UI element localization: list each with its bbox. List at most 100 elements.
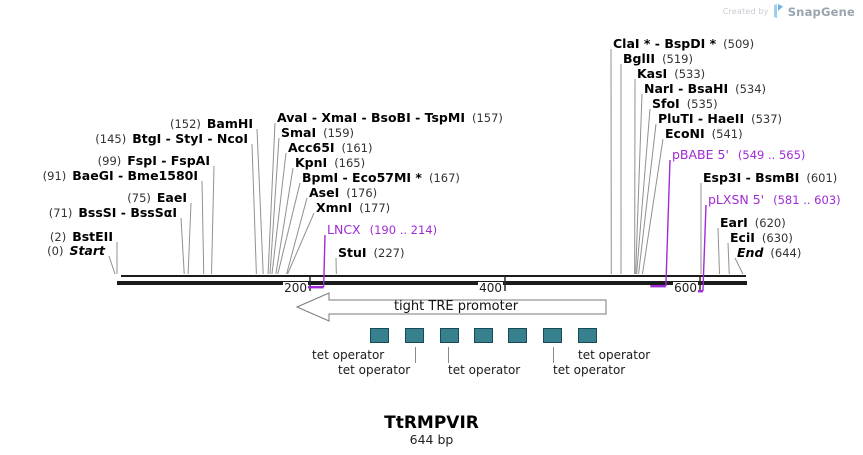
site-position: (620): [754, 216, 786, 230]
restriction-site-label[interactable]: (71)BssSI - BssSαI: [49, 205, 177, 220]
site-position: (227): [373, 246, 405, 260]
callout-line: [267, 122, 276, 275]
tet-operator-box[interactable]: [578, 328, 597, 343]
restriction-site-label[interactable]: ClaI * - BspDI *(509): [613, 36, 754, 51]
primer-name: pLXSN 5': [708, 192, 765, 207]
site-position: (177): [359, 201, 391, 215]
restriction-site-label[interactable]: NarI - BsaHI(534): [644, 81, 766, 96]
callout-line: [638, 123, 657, 275]
primer-range: (549 .. 565): [737, 148, 806, 162]
tet-operator-box[interactable]: [543, 328, 562, 343]
site-name: End: [737, 245, 764, 260]
primer-annotation[interactable]: [650, 285, 666, 288]
tet-operator-box[interactable]: [440, 328, 459, 343]
promoter-arrow[interactable]: [295, 292, 607, 322]
site-position: (176): [346, 186, 378, 200]
document-title: TtRMPVIR: [384, 413, 479, 433]
site-name: Start: [69, 243, 105, 258]
tet-operator-box[interactable]: [474, 328, 493, 343]
tet-label-connector: [448, 347, 449, 363]
restriction-site-label[interactable]: EciI(630): [730, 230, 793, 245]
tet-operator-label[interactable]: tet operator: [448, 363, 521, 377]
callout-line: [717, 227, 720, 275]
callout-line: [256, 128, 264, 275]
sequence-backbone: [117, 281, 747, 285]
primer-range: (190 .. 214): [369, 223, 438, 237]
restriction-site-label[interactable]: (91)BaeGI - Bme1580I: [43, 168, 198, 183]
restriction-site-label[interactable]: PluTI - HaeII(537): [658, 111, 782, 126]
callout-line: [108, 255, 116, 275]
callout-line: [636, 108, 651, 275]
restriction-site-label[interactable]: EarI(620): [720, 215, 786, 230]
site-position: (152): [169, 117, 201, 131]
document-length: 644 bp: [409, 432, 454, 447]
site-name: BstEII: [72, 229, 113, 244]
restriction-site-label[interactable]: (145) BtgI - StyI - NcoI: [95, 131, 248, 146]
callout-line: [271, 152, 287, 275]
promoter-label[interactable]: tight TRE promoter: [393, 299, 519, 314]
site-position: (0): [47, 244, 64, 258]
site-name: ClaI * - BspDI *: [613, 36, 717, 51]
restriction-site-label[interactable]: (75)EaeI: [127, 190, 187, 205]
site-name: EciI: [730, 230, 755, 245]
site-position: (157): [471, 111, 503, 125]
restriction-site-label[interactable]: Acc65I(161): [288, 140, 372, 155]
site-position: (541): [711, 127, 743, 141]
site-position: (145): [95, 132, 127, 146]
callout-line: [187, 202, 192, 275]
site-name: BtgI - StyI - NcoI: [132, 131, 248, 146]
site-name: BpmI - Eco57MI *: [302, 170, 422, 185]
restriction-site-label[interactable]: (99)FspI - FspAI: [98, 153, 210, 168]
restriction-site-label[interactable]: End (644): [737, 245, 801, 260]
tet-operator-label[interactable]: tet operator: [578, 348, 651, 362]
site-name: Esp3I - BsmBI: [703, 170, 800, 185]
primer-annotation[interactable]: [300, 286, 324, 289]
snapgene-logo-icon: [773, 4, 783, 18]
restriction-site-label[interactable]: StuI(227): [338, 245, 404, 260]
site-name: XmnI: [316, 200, 353, 215]
site-name: BglII: [623, 51, 656, 66]
site-position: (601): [806, 171, 838, 185]
primer-range: (581 .. 603): [773, 193, 841, 207]
restriction-site-label[interactable]: AvaI - XmaI - BsoBI - TspMI(157): [277, 110, 503, 125]
tet-operator-label[interactable]: tet operator: [338, 363, 411, 377]
restriction-site-label[interactable]: XmnI (177): [316, 200, 390, 215]
site-position: (71): [48, 206, 73, 220]
restriction-site-label[interactable]: (152) BamHI: [170, 116, 253, 131]
restriction-site-label[interactable]: EcoNI(541): [665, 126, 743, 141]
restriction-site-label[interactable]: BpmI - Eco57MI *(167): [302, 170, 460, 185]
ruler-tick-label: 600: [673, 281, 698, 295]
site-name: BamHI: [206, 116, 253, 131]
site-position: (2): [49, 230, 67, 244]
primer-label[interactable]: LNCX(190 .. 214): [327, 222, 437, 237]
tet-operator-label[interactable]: tet operator: [553, 363, 626, 377]
callout-line: [180, 217, 185, 275]
restriction-site-label[interactable]: (0) Start: [47, 243, 105, 258]
callout-line: [201, 180, 205, 275]
restriction-site-label[interactable]: SmaI(159): [281, 125, 354, 140]
restriction-site-label[interactable]: Esp3I - BsmBI (601): [703, 170, 837, 185]
site-position: (644): [770, 246, 802, 260]
site-name: BaeGI - Bme1580I: [72, 168, 198, 183]
callout-line: [286, 197, 308, 275]
primer-callout-line: [702, 204, 707, 292]
restriction-site-label[interactable]: AseI(176): [309, 185, 377, 200]
tet-operator-box[interactable]: [370, 328, 389, 343]
callout-line: [277, 182, 301, 275]
restriction-site-label[interactable]: (2) BstEII: [50, 229, 113, 244]
restriction-site-label[interactable]: SfoI(535): [652, 96, 718, 111]
tet-operator-box[interactable]: [508, 328, 527, 343]
restriction-site-label[interactable]: KpnI(165): [295, 155, 365, 170]
primer-label[interactable]: pLXSN 5' (581 .. 603): [708, 192, 841, 207]
primer-callout-line: [665, 159, 671, 287]
restriction-site-label[interactable]: KasI(533): [637, 66, 705, 81]
tet-operator-label[interactable]: tet operator: [312, 348, 385, 362]
site-position: (537): [751, 112, 783, 126]
watermark: Created by SnapGene: [723, 4, 855, 19]
restriction-site-label[interactable]: BglII(519): [623, 51, 693, 66]
site-position: (99): [97, 154, 122, 168]
tet-operator-box[interactable]: [405, 328, 424, 343]
site-position: (535): [686, 97, 718, 111]
primer-label[interactable]: pBABE 5'(549 .. 565): [672, 147, 805, 162]
